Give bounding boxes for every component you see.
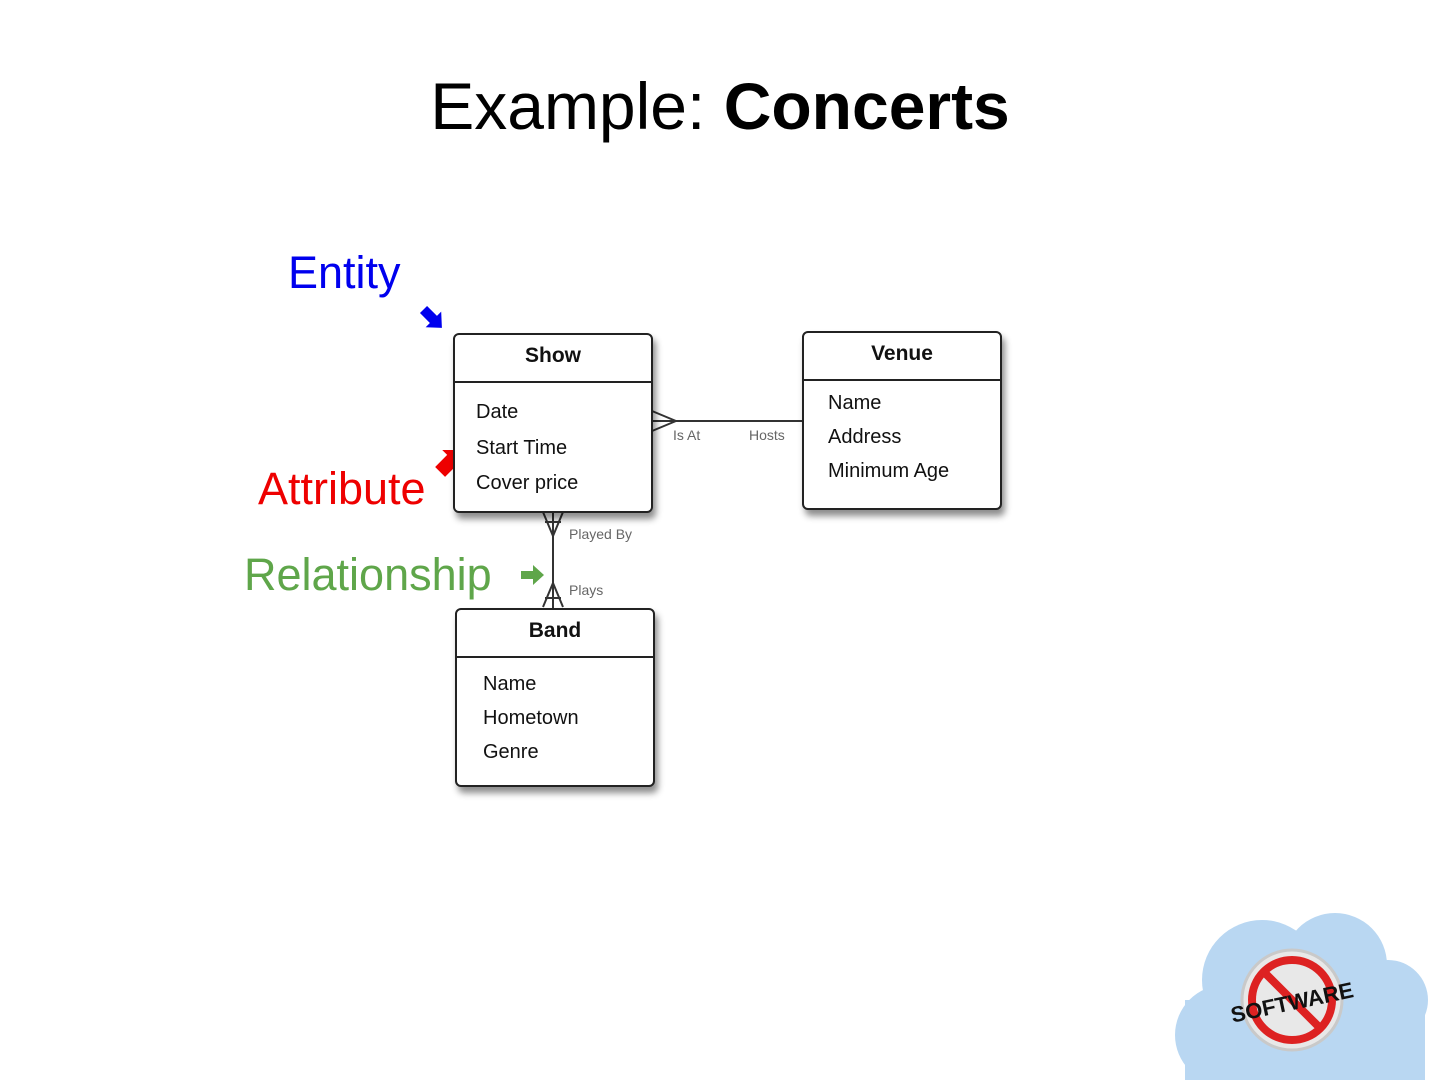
entity-venue-attribute: Name xyxy=(828,392,882,414)
crows-foot-show-venue xyxy=(651,410,677,432)
entity-band: Band Name Hometown Genre xyxy=(455,608,655,787)
relationship-annotation-label: Relationship xyxy=(244,549,492,600)
entity-show-attribute: Start Time xyxy=(476,437,568,459)
no-software-cloud-logo-icon: SOFTWARE xyxy=(1175,913,1428,1080)
crows-foot-show-band-bottom xyxy=(542,582,564,608)
relationship-label-plays: Plays xyxy=(569,582,604,598)
crows-foot-show-band-top xyxy=(542,511,564,537)
relationship-label-is-at: Is At xyxy=(673,427,701,443)
entity-band-attribute: Name xyxy=(483,673,537,695)
entity-band-name: Band xyxy=(457,610,653,658)
title-prefix: Example: xyxy=(430,69,724,143)
entity-venue-name: Venue xyxy=(804,333,1000,381)
attribute-annotation-label: Attribute xyxy=(258,463,426,514)
entity-venue-attribute: Address xyxy=(828,426,902,448)
entity-show-name: Show xyxy=(455,335,651,383)
title-main: Concerts xyxy=(723,69,1010,143)
entity-venue: Venue Name Address Minimum Age xyxy=(802,331,1002,510)
entity-band-attribute: Genre xyxy=(483,741,539,763)
slide-title: Example: Concerts xyxy=(0,68,1440,144)
entity-venue-attribute: Minimum Age xyxy=(828,460,950,482)
entity-show: Show Date Start Time Cover price xyxy=(453,333,653,513)
entity-show-attribute: Cover price xyxy=(476,472,579,494)
entity-band-attribute: Hometown xyxy=(483,707,579,729)
entity-arrow-icon xyxy=(419,305,442,328)
relationship-label-played-by: Played By xyxy=(569,526,633,542)
entity-show-attribute: Date xyxy=(476,401,519,423)
entity-annotation-label: Entity xyxy=(288,247,401,298)
relationship-label-hosts: Hosts xyxy=(749,427,785,443)
relationship-arrow-icon xyxy=(521,565,544,585)
